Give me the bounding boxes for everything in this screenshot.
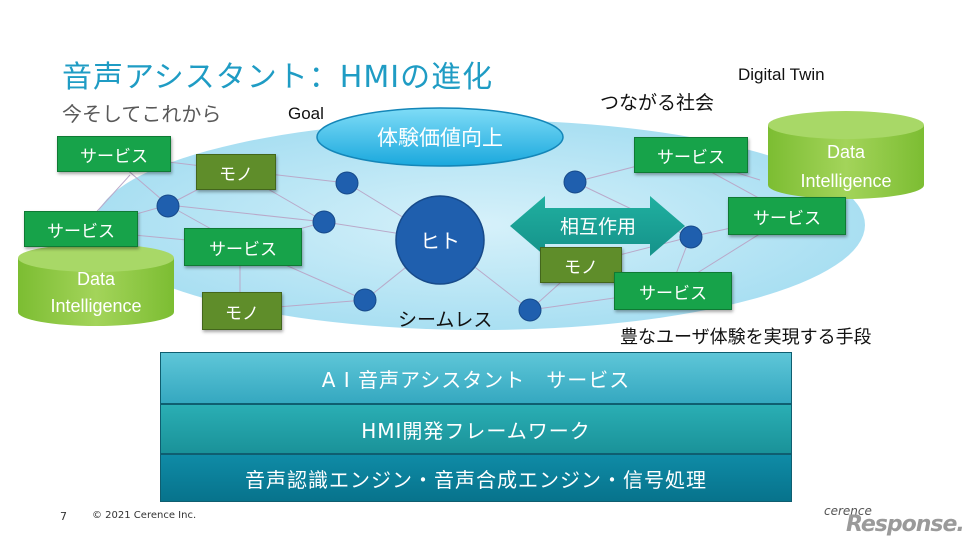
service-box: サービス [57,136,171,172]
network-node [335,171,359,195]
thing-box: モノ [540,247,622,283]
network-node [312,210,336,234]
service-box: サービス [184,228,302,266]
digital-twin-label: Digital Twin [738,65,825,84]
data-intelligence-right-line1: Data [827,142,866,162]
seamless-label: シームレス [398,309,493,331]
goal-bubble-label: 体験価値向上 [377,126,503,150]
interaction-label: 相互作用 [560,216,636,238]
service-box: サービス [728,197,846,235]
thing-box: モノ [202,292,282,330]
layer-ai-voice-assistant-service: A I 音声アシスタント サービス [160,352,792,404]
goal-label: Goal [288,104,324,123]
slide-subtitle: 今そしてこれから [62,102,222,126]
response-logo: Response. [846,512,965,537]
network-node [353,288,377,312]
data-intelligence-left-line2: Intelligence [50,296,141,316]
layer-hmi-framework: HMI開発フレームワーク [160,404,792,454]
means-caption: 豊なユーザ体験を実現する手段 [620,327,872,348]
network-node [563,170,587,194]
data-intelligence-right [768,111,924,199]
network-node [518,298,542,322]
service-box: サービス [614,272,732,310]
network-node [679,225,703,249]
service-box: サービス [634,137,748,173]
human-node [395,195,485,285]
network-node [156,194,180,218]
cerence-logo: cerence [824,504,872,518]
goal-bubble [316,107,564,167]
data-intelligence-left [18,244,174,326]
page-number: 7 [60,510,67,523]
data-intelligence-right-line2: Intelligence [800,171,891,191]
human-label: ヒト [420,229,460,253]
interaction-arrow [510,196,685,256]
layer-speech-engines: 音声認識エンジン・音声合成エンジン・信号処理 [160,454,792,502]
network-nodes [156,170,703,322]
service-box: サービス [24,211,138,247]
slide-title: 音声アシスタント：HMIの進化 [62,60,494,95]
data-intelligence-left-line1: Data [77,269,116,289]
thing-box: モノ [196,154,276,190]
connected-society-label: つながる社会 [600,92,715,114]
copyright-text: © 2021 Cerence Inc. [92,510,197,521]
